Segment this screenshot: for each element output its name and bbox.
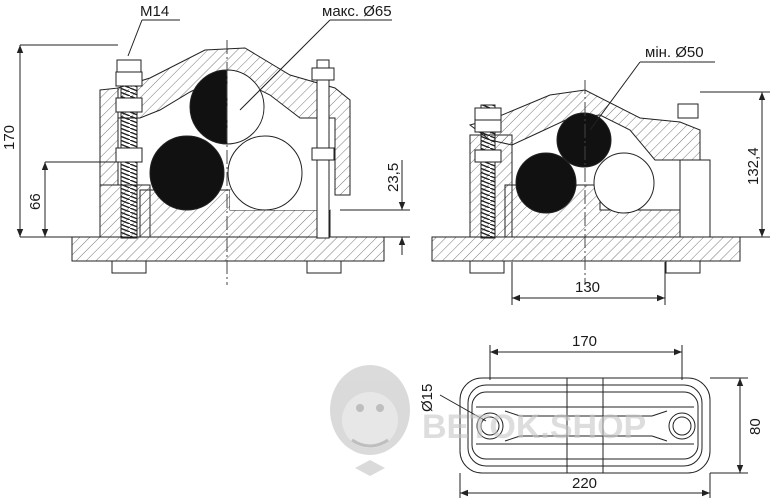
label-thread-m14: M14 — [140, 3, 169, 20]
front-base-plate — [71, 236, 385, 262]
side-left-bolt — [480, 104, 496, 239]
dim-bolt-spacing: 130 — [575, 279, 600, 296]
mounting-hole-right — [672, 416, 692, 436]
side-cable-black-small — [556, 112, 612, 168]
side-cable-white-lower — [593, 152, 655, 214]
side-right-bolt — [677, 103, 699, 119]
side-view — [431, 61, 770, 305]
dim-height-lower: 66 — [27, 193, 44, 210]
dim-hole-diameter: Ø15 — [419, 384, 436, 412]
dim-height-total: 170 — [1, 125, 18, 150]
watermark-logo — [330, 365, 410, 476]
dim-side-height: 132,4 — [745, 147, 762, 185]
dim-plate-length: 220 — [572, 475, 597, 492]
front-top-clamp — [117, 47, 351, 196]
cable-max-half-black — [189, 69, 228, 145]
watermark-text: BETOK.SHOP — [422, 408, 646, 446]
cable-white-lower — [227, 135, 303, 211]
dim-plate-width: 80 — [747, 418, 764, 435]
front-view — [16, 19, 410, 285]
mounting-hole-left — [480, 416, 500, 436]
plate-outline — [459, 377, 711, 474]
bottom-view — [439, 345, 748, 498]
front-left-plate — [99, 87, 119, 186]
cable-black-lower — [149, 135, 225, 211]
side-base-plate — [431, 236, 741, 262]
label-max-diameter: макс. Ø65 — [322, 3, 392, 20]
label-min-diameter: мін. Ø50 — [645, 44, 704, 61]
dim-offset: 23,5 — [385, 163, 402, 192]
side-cable-black-lower — [515, 152, 577, 214]
cable-max-half-white — [226, 69, 265, 145]
dim-hole-spacing: 170 — [572, 333, 597, 350]
